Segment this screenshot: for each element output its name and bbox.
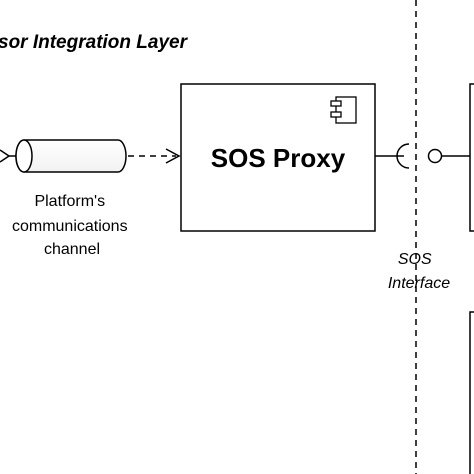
- channel-label-line-1: Platform's: [34, 193, 105, 210]
- interface-label: SOS Interface: [388, 251, 450, 292]
- component-icon: [330, 96, 357, 124]
- incoming-arrow-head: [0, 149, 11, 163]
- interface-label-line-2: Interface: [388, 275, 450, 292]
- channel-label-line-3: channel: [44, 241, 100, 258]
- right-component-lower[interactable]: [469, 311, 474, 474]
- right-component-upper[interactable]: [469, 83, 474, 232]
- channel-label: Platform's communications channel: [12, 193, 132, 258]
- required-interface-socket: [396, 143, 410, 169]
- layer-title: sor Integration Layer: [0, 32, 189, 53]
- interface-label-line-1: SOS: [398, 251, 432, 268]
- sos-proxy-label: SOS Proxy: [211, 143, 346, 173]
- provided-interface-ball: [427, 148, 443, 164]
- channel-cylinder: [15, 139, 127, 173]
- dependency-arrow-head: [165, 148, 181, 164]
- channel-label-line-2: communications: [12, 218, 128, 235]
